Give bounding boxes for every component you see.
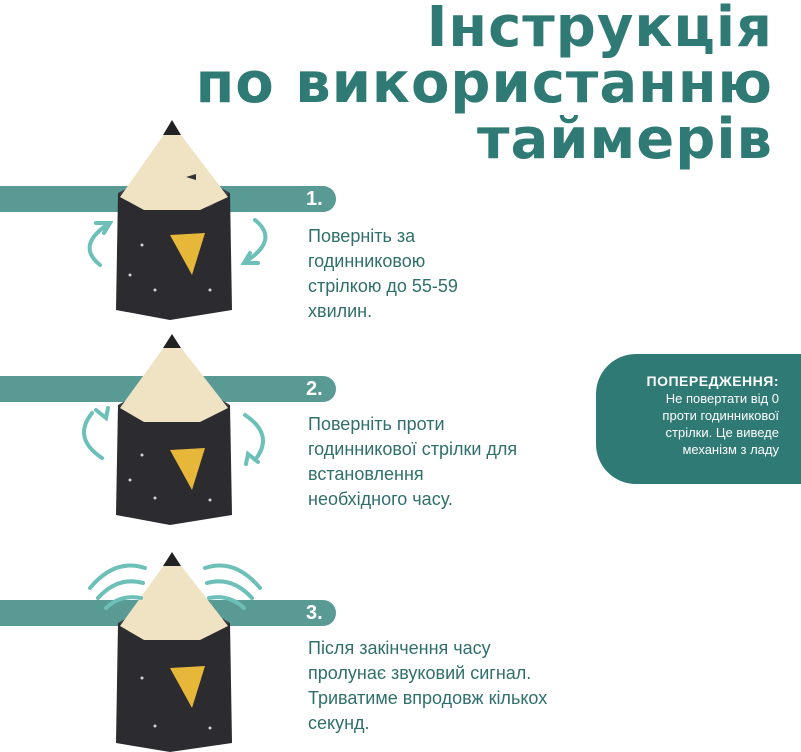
title-line-3: таймерів	[477, 107, 773, 172]
warning-title: ПОПЕРЕДЖЕННЯ:	[646, 373, 779, 389]
title-line-1: Інструкція	[426, 0, 773, 60]
rotate-clockwise-arrows-icon	[87, 218, 268, 267]
page-title: Інструкція по використанню таймерів	[196, 0, 773, 168]
sound-waves-icon	[88, 563, 262, 610]
step-2-number: 2.	[306, 378, 323, 400]
step-1-text: Поверніть за годинниковою стрілкою до 55…	[308, 226, 458, 321]
step-2-text: Поверніть проти годинникової стрілки для…	[308, 414, 518, 509]
pencil-timer-2	[82, 334, 265, 525]
title-line-2: по використанню	[195, 51, 773, 116]
rotate-counterclockwise-arrows-icon	[82, 406, 265, 466]
warning-body: Не повертати від 0 проти годинникової ст…	[662, 391, 779, 457]
warning-box: ПОПЕРЕДЖЕННЯ: Не повертати від 0 проти г…	[596, 354, 801, 484]
step-3-text: Після закінчення часу пролунає звуковий …	[308, 638, 548, 733]
step-1-number: 1.	[306, 188, 323, 210]
step-3-number: 3.	[306, 602, 323, 624]
pencil-timer-1	[87, 120, 268, 320]
pencil-timer-3	[88, 552, 262, 752]
